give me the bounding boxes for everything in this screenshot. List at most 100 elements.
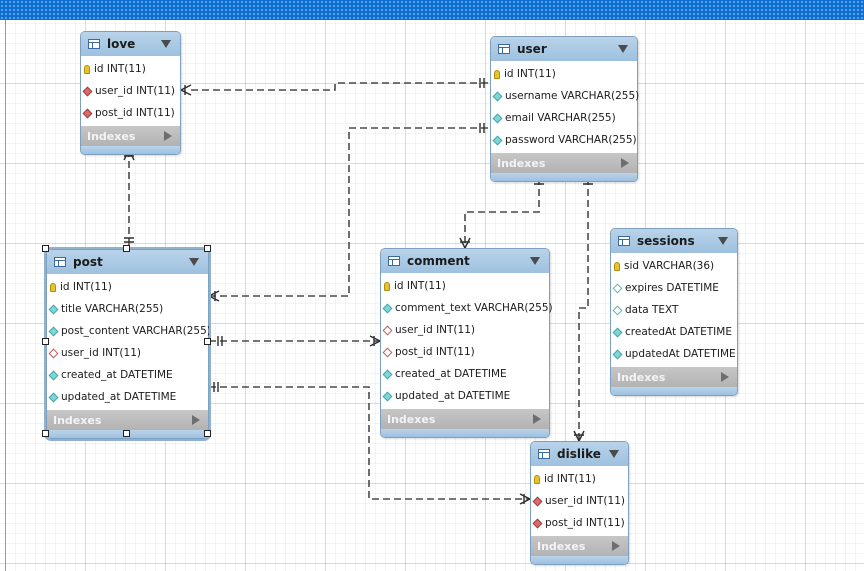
- column-row[interactable]: id INT(11): [491, 63, 637, 85]
- column-row[interactable]: created_at DATETIME: [47, 364, 208, 386]
- resize-handle[interactable]: [204, 430, 211, 437]
- primary-key-icon: [534, 474, 540, 484]
- indexes-label: Indexes: [537, 539, 586, 553]
- column-row[interactable]: user_id INT(11): [81, 80, 180, 102]
- column-row[interactable]: password VARCHAR(255): [491, 129, 637, 151]
- indexes-label: Indexes: [617, 370, 666, 384]
- column-row[interactable]: post_id INT(11): [81, 102, 180, 124]
- column-nullable-icon: [612, 283, 623, 293]
- column-row[interactable]: user_id INT(11): [381, 319, 549, 341]
- table-footer: [531, 556, 628, 564]
- column-row[interactable]: updated_at DATETIME: [381, 385, 549, 407]
- indexes-section[interactable]: Indexes: [81, 126, 180, 146]
- indexes-section[interactable]: Indexes: [381, 409, 549, 429]
- column-row[interactable]: email VARCHAR(255): [491, 107, 637, 129]
- column-text: user_id INT(11): [95, 85, 175, 97]
- collapse-caret-icon[interactable]: [618, 45, 628, 53]
- column-text: updatedAt DATETIME: [625, 348, 736, 360]
- column-row[interactable]: createdAt DATETIME: [611, 321, 737, 343]
- column-row[interactable]: id INT(11): [47, 276, 208, 298]
- resize-handle[interactable]: [42, 430, 49, 437]
- table-post[interactable]: post id INT(11) title VARCHAR(255)post_co…: [44, 247, 211, 441]
- column-row[interactable]: sid VARCHAR(36): [611, 255, 737, 277]
- column-text: updated_at DATETIME: [395, 390, 511, 402]
- column-row[interactable]: user_id INT(11): [531, 490, 628, 512]
- table-icon: [388, 256, 400, 266]
- column-text: id INT(11): [544, 473, 596, 485]
- collapse-caret-icon[interactable]: [718, 237, 728, 245]
- table-love[interactable]: love id INT(11) user_id INT(11) post_id IN…: [80, 31, 181, 155]
- table-user[interactable]: user id INT(11)username VARCHAR(255) emai…: [490, 36, 639, 182]
- column-row[interactable]: id INT(11): [81, 58, 180, 80]
- expand-arrow-icon[interactable]: [621, 158, 629, 168]
- expand-arrow-icon[interactable]: [192, 415, 200, 425]
- collapse-caret-icon[interactable]: [530, 257, 540, 265]
- column-text: expires DATETIME: [625, 282, 719, 294]
- foreign-key-nullable-icon: [382, 347, 393, 357]
- resize-handle[interactable]: [123, 245, 130, 252]
- column-row[interactable]: user_id INT(11): [47, 342, 208, 364]
- indexes-section[interactable]: Indexes: [491, 153, 637, 173]
- column-text: post_id INT(11): [95, 107, 175, 119]
- collapse-caret-icon[interactable]: [189, 258, 199, 266]
- primary-key-icon: [494, 69, 500, 79]
- table-icon: [88, 39, 100, 49]
- resize-handle[interactable]: [42, 245, 49, 252]
- rel-post-user: [209, 127, 490, 297]
- column-icon: [382, 369, 393, 379]
- indexes-section[interactable]: Indexes: [531, 536, 628, 556]
- column-row[interactable]: username VARCHAR(255): [491, 85, 639, 107]
- table-header[interactable]: love: [81, 32, 180, 56]
- column-text: email VARCHAR(255): [505, 112, 616, 124]
- column-row[interactable]: title VARCHAR(255): [47, 298, 208, 320]
- column-row[interactable]: updated_at DATETIME: [47, 386, 208, 408]
- resize-handle[interactable]: [123, 430, 130, 437]
- column-row[interactable]: data TEXT: [611, 299, 737, 321]
- table-header[interactable]: user: [491, 37, 637, 61]
- table-icon: [54, 257, 66, 267]
- column-row[interactable]: id INT(11): [381, 275, 549, 297]
- indexes-section[interactable]: Indexes: [47, 410, 208, 430]
- column-text: created_at DATETIME: [61, 369, 173, 381]
- table-icon: [498, 44, 510, 54]
- expand-arrow-icon[interactable]: [721, 372, 729, 382]
- table-header[interactable]: dislike: [531, 442, 628, 466]
- table-name: love: [107, 37, 136, 51]
- table-sessions[interactable]: sessions sid VARCHAR(36) expires DATETIME…: [610, 228, 738, 396]
- column-icon: [382, 303, 393, 313]
- collapse-caret-icon[interactable]: [161, 40, 171, 48]
- table-header[interactable]: sessions: [611, 229, 737, 253]
- table-comment[interactable]: comment id INT(11)comment_text VARCHAR(2…: [380, 248, 553, 438]
- table-footer: [381, 429, 549, 437]
- column-row[interactable]: comment_text VARCHAR(255): [381, 297, 553, 319]
- column-row[interactable]: post_id INT(11): [381, 341, 549, 363]
- column-row[interactable]: post_content VARCHAR(255): [47, 320, 211, 342]
- resize-handle[interactable]: [42, 338, 49, 345]
- column-text: password VARCHAR(255): [505, 134, 637, 146]
- table-footer: [81, 146, 180, 154]
- collapse-caret-icon[interactable]: [609, 450, 619, 458]
- expand-arrow-icon[interactable]: [533, 414, 541, 424]
- column-icon: [48, 326, 59, 336]
- column-row[interactable]: created_at DATETIME: [381, 363, 549, 385]
- column-text: id INT(11): [60, 281, 112, 293]
- table-dislike[interactable]: dislike id INT(11) user_id INT(11)post_id…: [530, 441, 629, 565]
- column-text: id INT(11): [94, 63, 146, 75]
- expand-arrow-icon[interactable]: [164, 131, 172, 141]
- rel-love-user: [191, 82, 490, 91]
- table-footer: [491, 173, 637, 181]
- indexes-label: Indexes: [53, 413, 102, 427]
- table-header[interactable]: comment: [381, 249, 549, 273]
- table-name: comment: [407, 254, 470, 268]
- resize-handle[interactable]: [204, 338, 211, 345]
- column-row[interactable]: post_id INT(11): [531, 512, 628, 534]
- column-row[interactable]: expires DATETIME: [611, 277, 737, 299]
- column-row[interactable]: updatedAt DATETIME: [611, 343, 737, 365]
- indexes-section[interactable]: Indexes: [611, 367, 737, 387]
- expand-arrow-icon[interactable]: [612, 541, 620, 551]
- column-row[interactable]: id INT(11): [531, 468, 628, 490]
- column-icon: [48, 304, 59, 314]
- table-header[interactable]: post: [47, 250, 208, 274]
- resize-handle[interactable]: [204, 245, 211, 252]
- table-name: post: [73, 255, 103, 269]
